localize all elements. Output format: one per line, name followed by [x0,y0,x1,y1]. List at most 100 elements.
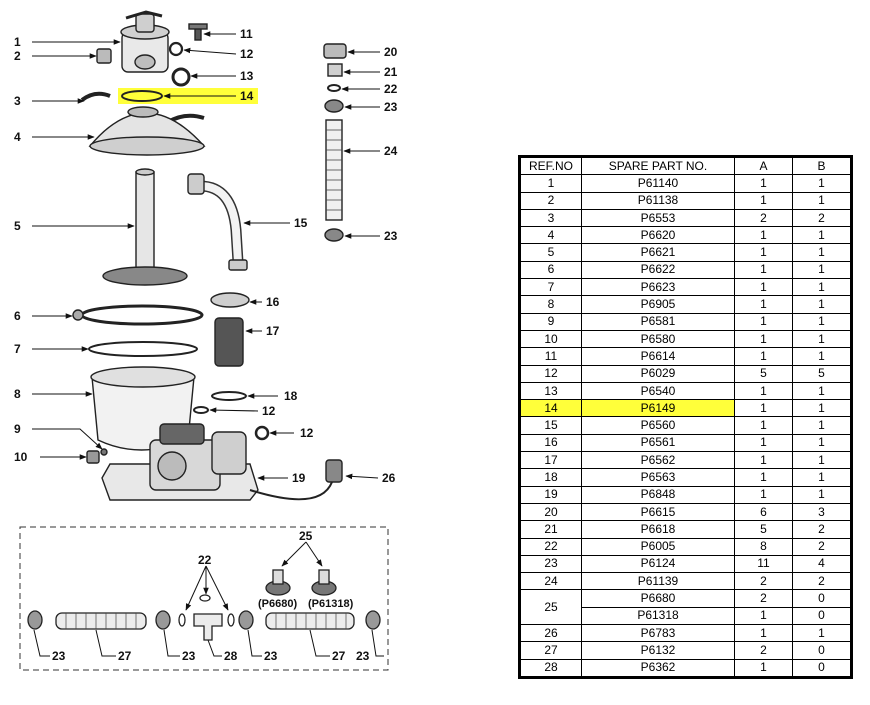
cell-qty-b: 1 [792,278,851,297]
cell-qty-a: 1 [734,347,793,366]
cell-refno: 11 [520,347,582,366]
cell-refno: 21 [520,520,582,539]
part-valve [120,10,170,73]
cell-qty-b: 1 [792,399,851,418]
part-23a [324,99,344,113]
part-13 [171,67,191,87]
part-26 [325,459,343,483]
cell-part-no: P6149 [581,399,735,418]
cell-qty-a: 1 [734,312,793,331]
cell-qty-a: 2 [734,572,793,591]
cell-qty-a: 2 [734,208,793,228]
callout-27b: 27 [332,649,346,663]
cell-part-no: P6618 [581,520,735,539]
callout-3: 3 [14,94,21,108]
cell-qty-a: 1 [734,658,793,677]
part-2 [96,48,112,64]
cell-qty-b: 1 [792,329,851,349]
cell-qty-b: 1 [792,451,851,470]
cell-qty-a: 1 [734,260,793,280]
cell-qty-b: 1 [792,260,851,280]
cell-part-no: P61139 [581,572,735,591]
callout-15: 15 [294,216,308,230]
cell-refno: 24 [520,572,582,591]
cell-refno: 6 [520,260,582,280]
callout-10: 10 [14,450,28,464]
cell-qty-b: 2 [792,208,851,228]
cell-qty-b: 0 [792,641,851,660]
cell-qty-b: 1 [792,312,851,331]
cell-qty-b: 1 [792,416,851,435]
cell-qty-b: 1 [792,485,851,504]
callout-11: 11 [240,27,253,41]
cell-qty-a: 1 [734,226,793,245]
cell-refno: 26 [520,624,582,643]
callout-28: 28 [224,649,238,663]
cell-qty-a: 11 [734,554,793,574]
cell-qty-a: 1 [734,381,793,401]
cell-qty-a: 1 [734,191,793,210]
callout-1: 1 [14,35,21,49]
callout-27a: 27 [118,649,132,663]
callout-22a: 22 [384,82,398,96]
cell-refno: 23 [520,554,582,574]
cell-qty-a: 6 [734,502,793,522]
callout-24: 24 [384,144,398,158]
callout-23f: 23 [356,649,370,663]
cell-qty-a: 1 [734,174,793,193]
callout-23b: 23 [384,229,398,243]
part-hose-15 [187,173,248,271]
label-p6680: (P6680) [258,598,297,610]
callout-23a: 23 [384,100,398,114]
part-dome-lid [88,106,206,156]
part-20 [323,43,347,59]
cell-qty-b: 0 [792,658,851,677]
cell-qty-a: 1 [734,243,793,262]
cell-refno: 17 [520,451,582,470]
cell-qty-b: 1 [792,191,851,210]
cell-part-no: P6581 [581,312,735,331]
cell-qty-b: 1 [792,295,851,314]
cell-qty-a: 1 [734,624,793,643]
cell-refno: 8 [520,295,582,314]
cell-part-no: P6540 [581,381,735,401]
callout-22b: 22 [198,553,212,567]
cell-part-no: P6620 [581,226,735,245]
callout-23e: 23 [264,649,278,663]
part-26-cord [249,481,333,501]
callout-13: 13 [240,69,254,83]
cell-refno: 25 [520,589,582,626]
cell-part-no: P6623 [581,278,735,297]
callout-4: 4 [14,130,21,144]
cell-qty-b: 2 [792,520,851,539]
cell-refno: 7 [520,278,582,297]
part-22 [327,84,341,92]
part-3a [80,91,111,102]
cell-qty-b: 1 [792,174,851,193]
col-header-a: A [734,156,793,176]
cell-qty-a: 1 [734,295,793,314]
cell-refno: 15 [520,416,582,435]
cell-qty-a: 1 [734,433,793,453]
cell-part-no: P6362 [581,658,735,677]
cell-qty-a: 1 [734,416,793,435]
part-16 [210,292,250,308]
callout-21: 21 [384,65,398,79]
callout-5: 5 [14,219,21,233]
cell-qty-b: 1 [792,226,851,245]
cell-refno: 27 [520,641,582,660]
table-header-row: REF.NO SPARE PART NO. A B [520,156,851,176]
col-header-refno: REF.NO [520,156,582,176]
cell-qty-a: 1 [734,451,793,470]
cell-part-no: P6615 [581,502,735,522]
part-14 [121,90,163,102]
